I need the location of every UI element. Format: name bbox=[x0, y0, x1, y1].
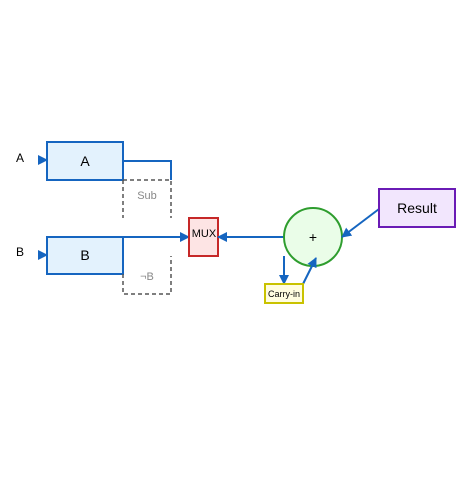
input-b-label: B bbox=[16, 245, 24, 259]
register-a: A bbox=[46, 141, 124, 181]
sub-block: Sub bbox=[122, 179, 172, 218]
mux-label: MUX bbox=[192, 228, 217, 240]
result-to-adder-wire bbox=[341, 208, 380, 238]
result-block: Result bbox=[378, 188, 456, 228]
register-a-output-wire bbox=[123, 160, 172, 180]
register-a-label: A bbox=[80, 153, 90, 169]
adder-label: + bbox=[309, 229, 317, 245]
sub-label: Sub bbox=[137, 190, 157, 202]
not-b-label: ¬B bbox=[140, 271, 154, 283]
carry-to-adder-wire bbox=[302, 257, 317, 285]
carry-in-label: Carry-in bbox=[268, 289, 300, 299]
adder-block: + bbox=[283, 207, 343, 267]
result-label: Result bbox=[397, 200, 437, 216]
register-b: B bbox=[46, 236, 124, 275]
mux-block: MUX bbox=[188, 217, 219, 257]
carry-in-block: Carry-in bbox=[264, 283, 304, 304]
not-b-block: ¬B bbox=[122, 256, 172, 295]
register-b-label: B bbox=[80, 247, 89, 263]
input-a-label: A bbox=[16, 151, 24, 165]
